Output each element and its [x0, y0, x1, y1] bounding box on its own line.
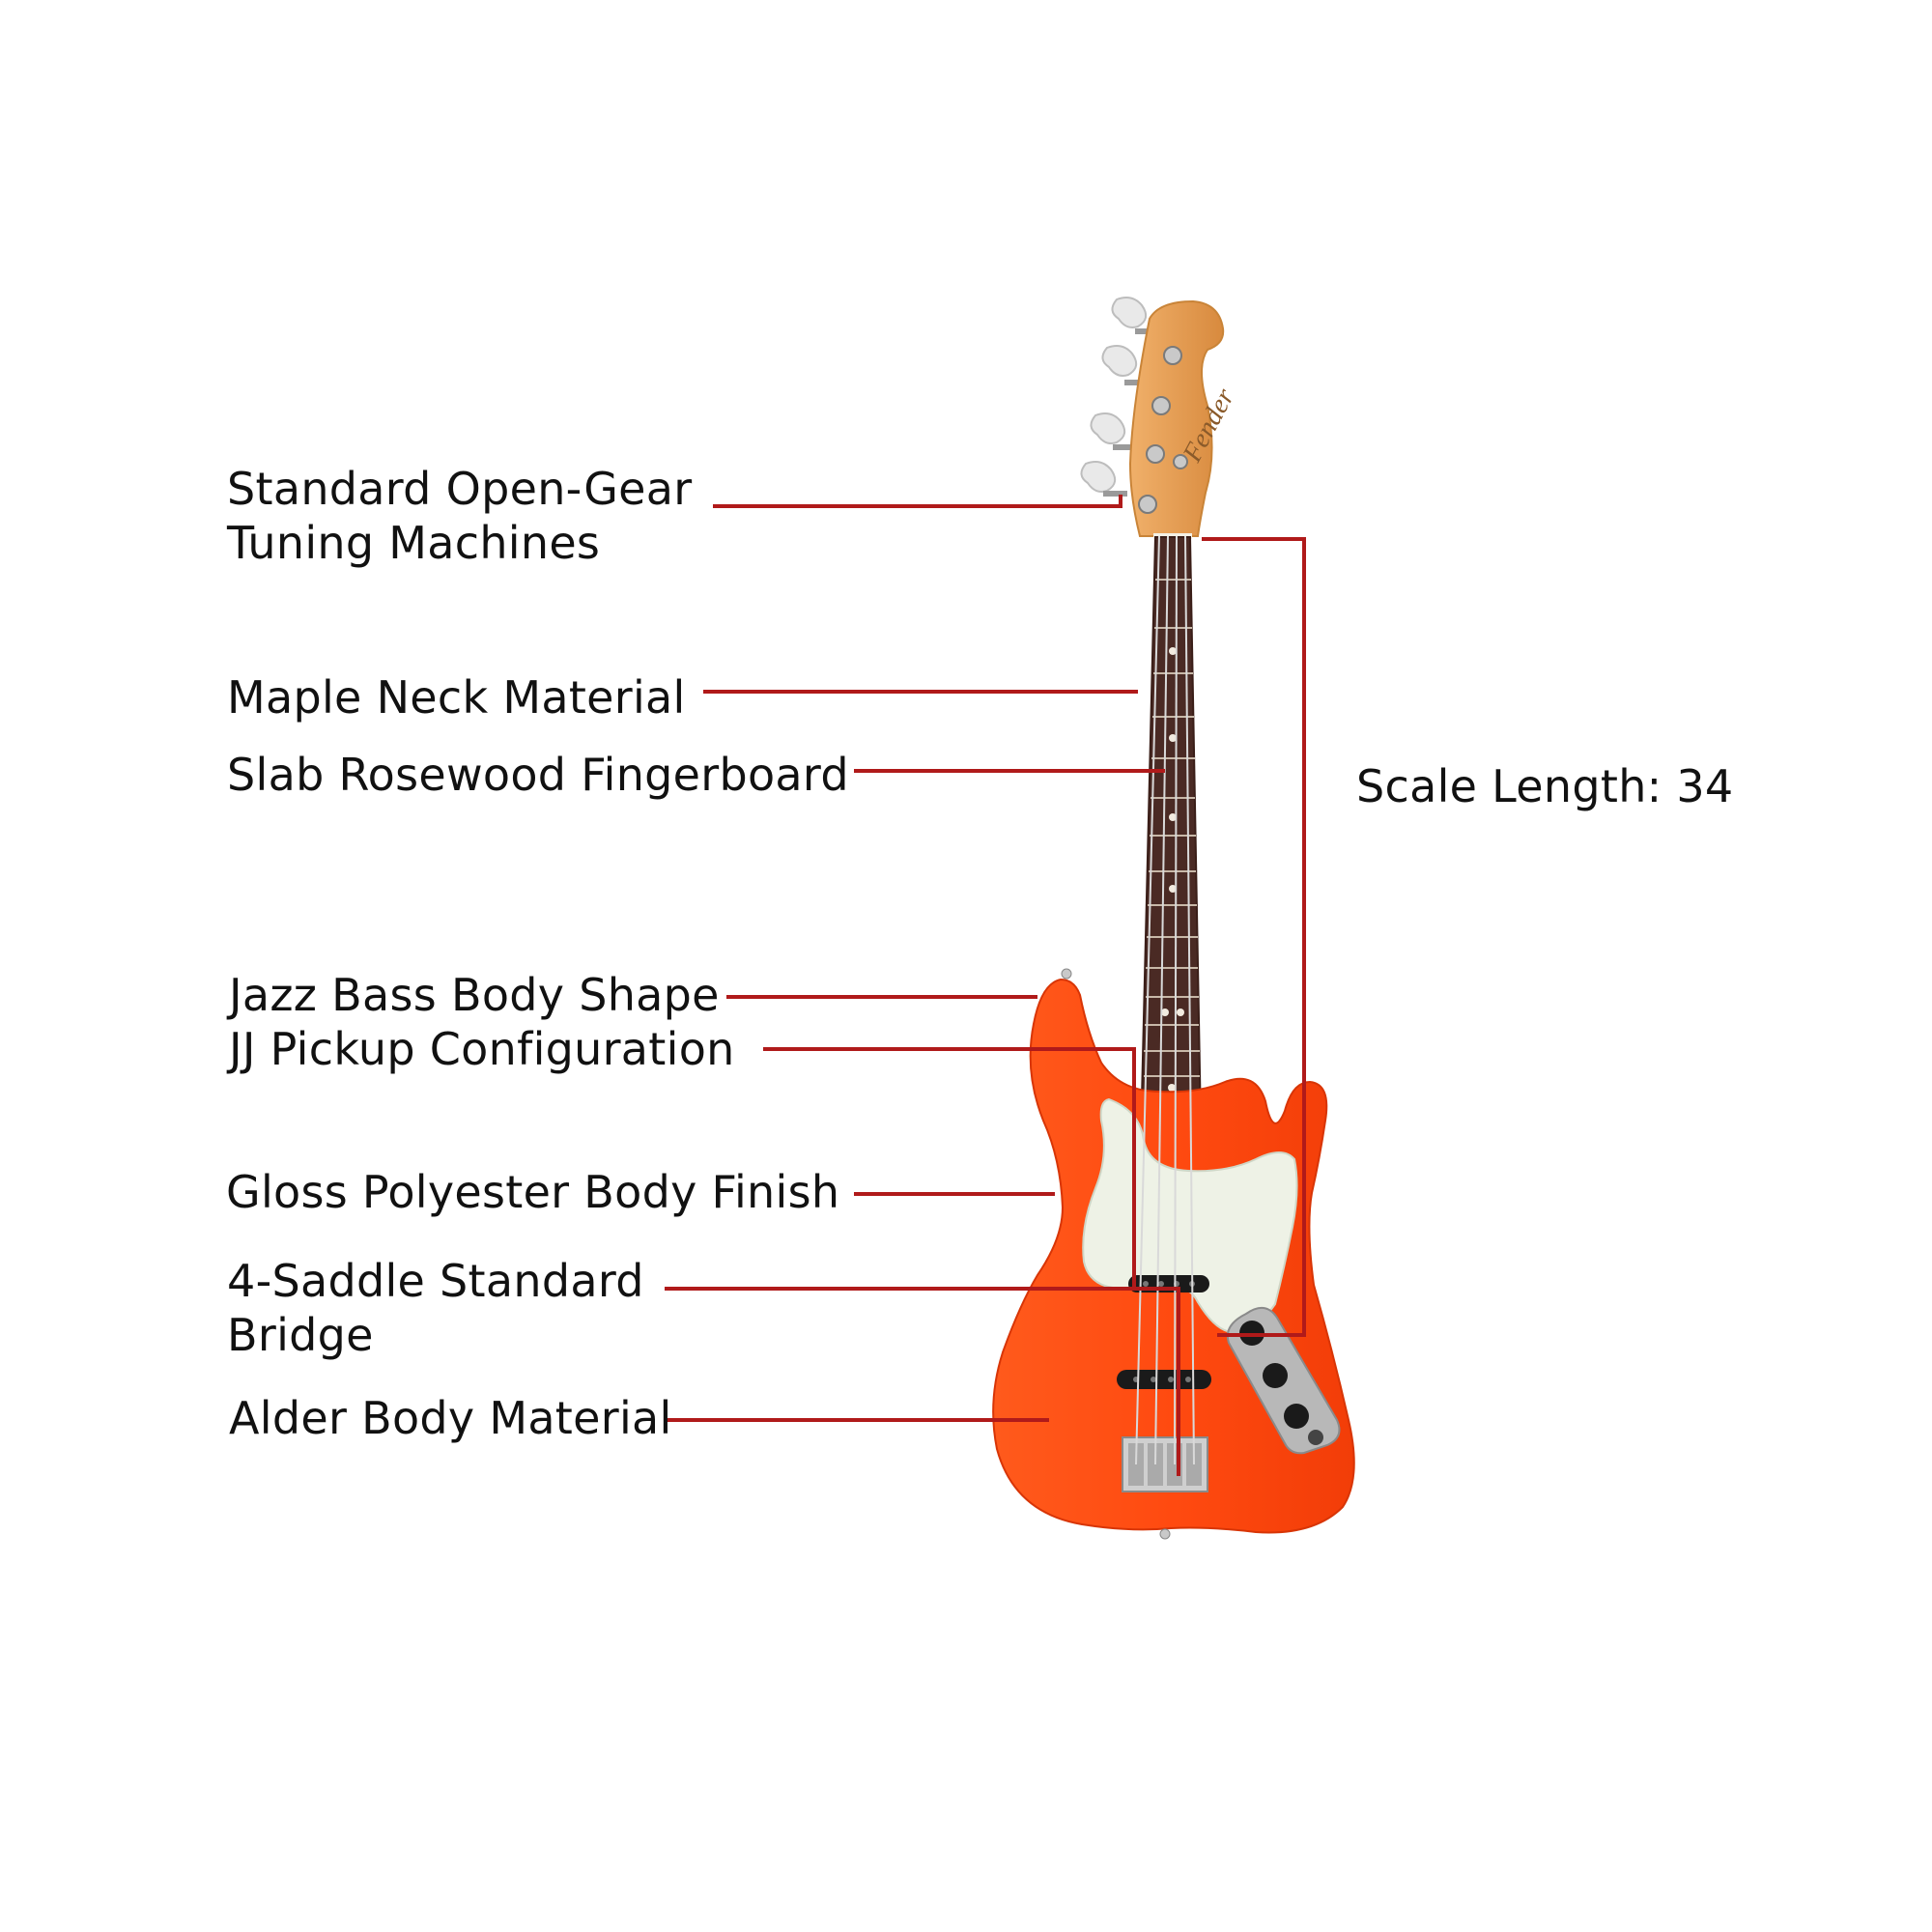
- callout-bridge: 4-Saddle Standard Bridge: [227, 1254, 644, 1362]
- callout-bridge-line1: 4-Saddle Standard: [227, 1255, 644, 1307]
- callout-fingerboard-text: Slab Rosewood Fingerboard: [227, 749, 849, 801]
- leader-tuning: [713, 495, 1122, 508]
- callout-scale-text: Scale Length: 34: [1356, 760, 1734, 812]
- tuner-posts: [1138, 346, 1188, 514]
- callout-body-finish: Gloss Polyester Body Finish: [226, 1165, 839, 1219]
- callout-body-material-text: Alder Body Material: [229, 1392, 672, 1444]
- callout-pickups-text: JJ Pickup Configuration: [229, 1023, 735, 1075]
- callout-body-material: Alder Body Material: [229, 1391, 672, 1445]
- callout-finish-text: Gloss Polyester Body Finish: [226, 1166, 840, 1218]
- tuner-keys: [1080, 297, 1159, 497]
- strap-button-top: [1061, 968, 1072, 980]
- strap-button-bottom: [1159, 1528, 1171, 1540]
- callout-neck-material: Maple Neck Material: [227, 670, 686, 724]
- callout-neck-text: Maple Neck Material: [227, 671, 686, 724]
- leader-scale: [1202, 537, 1306, 1337]
- callout-fingerboard: Slab Rosewood Fingerboard: [227, 748, 849, 802]
- bridge-pickup: [1117, 1370, 1211, 1389]
- fingerboard: [1138, 536, 1204, 1179]
- callout-tuning-line2: Tuning Machines: [227, 517, 601, 569]
- leader-lines: [665, 495, 1306, 1476]
- callout-pickup-configuration: JJ Pickup Configuration: [229, 1022, 735, 1076]
- callout-bridge-line2: Bridge: [227, 1309, 374, 1361]
- strings: [1135, 535, 1195, 1465]
- callout-body-shape: Jazz Bass Body Shape: [229, 968, 720, 1022]
- leader-bridge: [665, 1287, 1180, 1476]
- leader-pickups: [763, 1047, 1136, 1288]
- headstock: [1128, 299, 1225, 537]
- callout-body-shape-text: Jazz Bass Body Shape: [229, 969, 720, 1021]
- callout-tuning-machines: Standard Open-Gear Tuning Machines: [227, 462, 692, 570]
- callout-tuning-line1: Standard Open-Gear: [227, 463, 693, 515]
- callout-scale-length: Scale Length: 34: [1356, 759, 1734, 813]
